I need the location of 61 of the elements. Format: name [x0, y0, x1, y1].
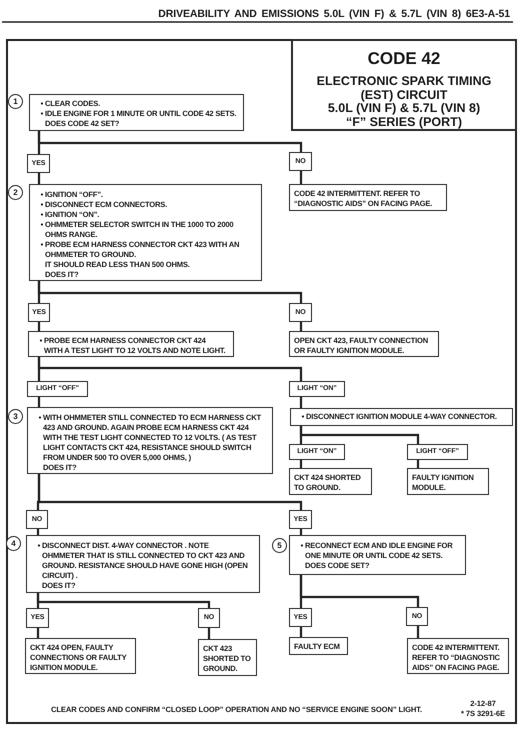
branch-tag: [28, 303, 50, 322]
page-header-text: DRIVEABILITY AND EMISSIONS 5.0L (VIN F) & 5.7L (VIN 8) 6E3-A-51: [157, 7, 510, 21]
subtitle-text: “F” SERIES (PORT): [345, 116, 462, 129]
connector-line: [416, 460, 420, 468]
connector-line: [300, 397, 302, 408]
connector-line: [38, 322, 40, 331]
connector-line: [416, 626, 420, 638]
step-number: 2: [8, 185, 23, 200]
branch-tag: [289, 510, 312, 529]
branch-tag: [289, 608, 312, 627]
step-number: 3: [8, 409, 23, 424]
connector-line: [300, 171, 302, 184]
connector-line: [38, 397, 40, 407]
connector-line: [36, 529, 40, 535]
result-box: [198, 639, 257, 676]
branch-tag: [26, 608, 49, 628]
branch-tag: [406, 607, 428, 626]
step-box: [26, 535, 260, 593]
connector-line: [300, 575, 420, 607]
result-box: [289, 331, 439, 357]
connector-line: [300, 460, 302, 468]
step-box: [28, 331, 234, 357]
step-box: [29, 94, 244, 131]
connector-line: [38, 173, 40, 184]
result-box: [289, 637, 348, 655]
branch-tag: [289, 152, 312, 171]
step-box: [27, 407, 273, 474]
step-box: [289, 535, 466, 575]
step-number: 1: [8, 94, 23, 109]
step-box: [29, 184, 262, 281]
subtitle-text: 5.0L (VIN F) & 5.7L (VIN 8): [326, 102, 482, 116]
title-text: CODE 42: [366, 49, 442, 69]
branch-tag: [289, 303, 312, 322]
result-box: [289, 468, 372, 495]
step-box: [290, 408, 513, 426]
title-panel: [291, 39, 517, 131]
step-number: 4: [6, 536, 21, 551]
branch-tag: [27, 154, 50, 173]
branch-tag: [289, 444, 345, 460]
connector-line: [36, 628, 40, 638]
connector-line: [38, 357, 302, 381]
connector-line: [38, 281, 302, 303]
connector-line: [36, 593, 210, 608]
result-box: [407, 638, 509, 674]
connector-line: [300, 529, 302, 535]
connector-line: [300, 426, 420, 444]
result-box: [25, 638, 136, 674]
branch-tag: [26, 510, 48, 529]
connector-line: [38, 131, 302, 152]
result-box: [289, 184, 447, 211]
branch-tag: [407, 444, 468, 460]
result-box: [407, 468, 489, 495]
connector-line: [38, 474, 302, 510]
branch-tag: [198, 608, 220, 628]
branch-tag: [289, 381, 345, 397]
subtitle-text: ELECTRONIC SPARK TIMING (EST) CIRCUIT: [316, 75, 492, 102]
branch-tag: [27, 381, 88, 397]
connector-line: [208, 628, 210, 639]
connector-line: [300, 322, 302, 331]
step-number: 5: [272, 538, 287, 553]
connector-line: [300, 627, 302, 637]
